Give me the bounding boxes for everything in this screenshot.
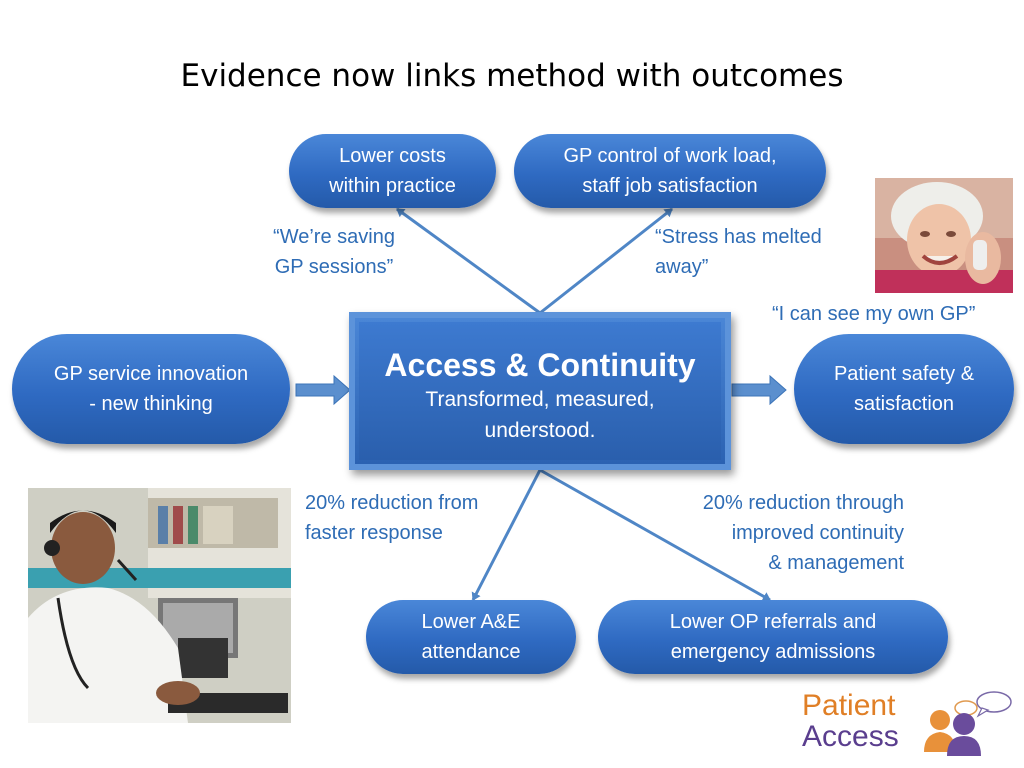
patient-access-logo: Patient Access [802, 690, 1012, 760]
center-line1: Transformed, measured, [425, 388, 655, 411]
center-inner: Access & Continuity Transformed, measure… [359, 322, 721, 460]
logo-people-icon [924, 691, 1012, 756]
quote-faster-line2: faster response [305, 522, 443, 544]
arrow-to-ae [471, 469, 542, 601]
quote-own-gp: “I can see my own GP” [772, 303, 976, 325]
node-gp-control-line1: GP control of work load, [563, 145, 777, 167]
node-op-line2: emergency admissions [670, 641, 876, 663]
center-box: Access & Continuity Transformed, measure… [349, 312, 731, 470]
patient-photo-image [875, 178, 1013, 293]
node-op-line1: Lower OP referrals and [669, 611, 877, 633]
quote-continuity-line1: 20% reduction through [702, 492, 904, 514]
node-safety-line1: Patient safety & [833, 363, 975, 385]
arrow-to-lower-costs [396, 207, 541, 315]
quote-saving-line1: “We’re saving [273, 226, 395, 248]
node-ae-line2: attendance [421, 641, 521, 663]
arrow-to-op [539, 468, 771, 602]
center-line2: understood. [484, 419, 596, 442]
node-innovation: GP service innovation - new thinking [12, 334, 290, 444]
node-gp-control: GP control of work load, staff job satis… [514, 134, 826, 208]
quote-stress-line2: away” [655, 256, 709, 278]
node-lower-costs-line1: Lower costs [339, 145, 446, 167]
quote-stress: “Stress has melted away” [655, 222, 822, 282]
logo-text: Patient Access [802, 690, 899, 752]
logo-word-access: Access [802, 720, 899, 753]
node-ae-line1: Lower A&E [421, 611, 521, 633]
node-safety-line2: satisfaction [853, 393, 955, 415]
quote-faster-line1: 20% reduction from [305, 492, 479, 514]
arrow-center-to-safety [731, 374, 787, 406]
node-ae: Lower A&E attendance [366, 600, 576, 674]
gp-photo-image [28, 488, 291, 723]
quote-saving-line2: GP sessions” [274, 256, 394, 278]
quote-stress-line1: “Stress has melted [655, 226, 822, 248]
patient-photo [875, 178, 1013, 293]
center-title: Access & Continuity [384, 347, 696, 383]
slide-title: Evidence now links method with outcomes [180, 58, 844, 94]
node-innovation-line1: GP service innovation [53, 363, 249, 385]
quote-saving: “We’re saving GP sessions” [260, 222, 408, 282]
quote-faster: 20% reduction from faster response [305, 488, 478, 548]
arrow-innovation-to-center [295, 374, 351, 406]
node-lower-costs-line2: within practice [329, 175, 456, 197]
quote-continuity-line3: & management [768, 552, 904, 574]
gp-photo [28, 488, 291, 723]
quote-continuity: 20% reduction through improved continuit… [640, 488, 904, 578]
node-op: Lower OP referrals and emergency admissi… [598, 600, 948, 674]
arrow-to-gp-control [539, 207, 673, 315]
logo-word-patient: Patient [802, 689, 896, 722]
quote-continuity-line2: improved continuity [731, 522, 904, 544]
node-lower-costs: Lower costs within practice [289, 134, 496, 208]
node-innovation-line2: - new thinking [89, 393, 213, 415]
node-gp-control-line2: staff job satisfaction [582, 175, 758, 197]
node-safety: Patient safety & satisfaction [794, 334, 1014, 444]
